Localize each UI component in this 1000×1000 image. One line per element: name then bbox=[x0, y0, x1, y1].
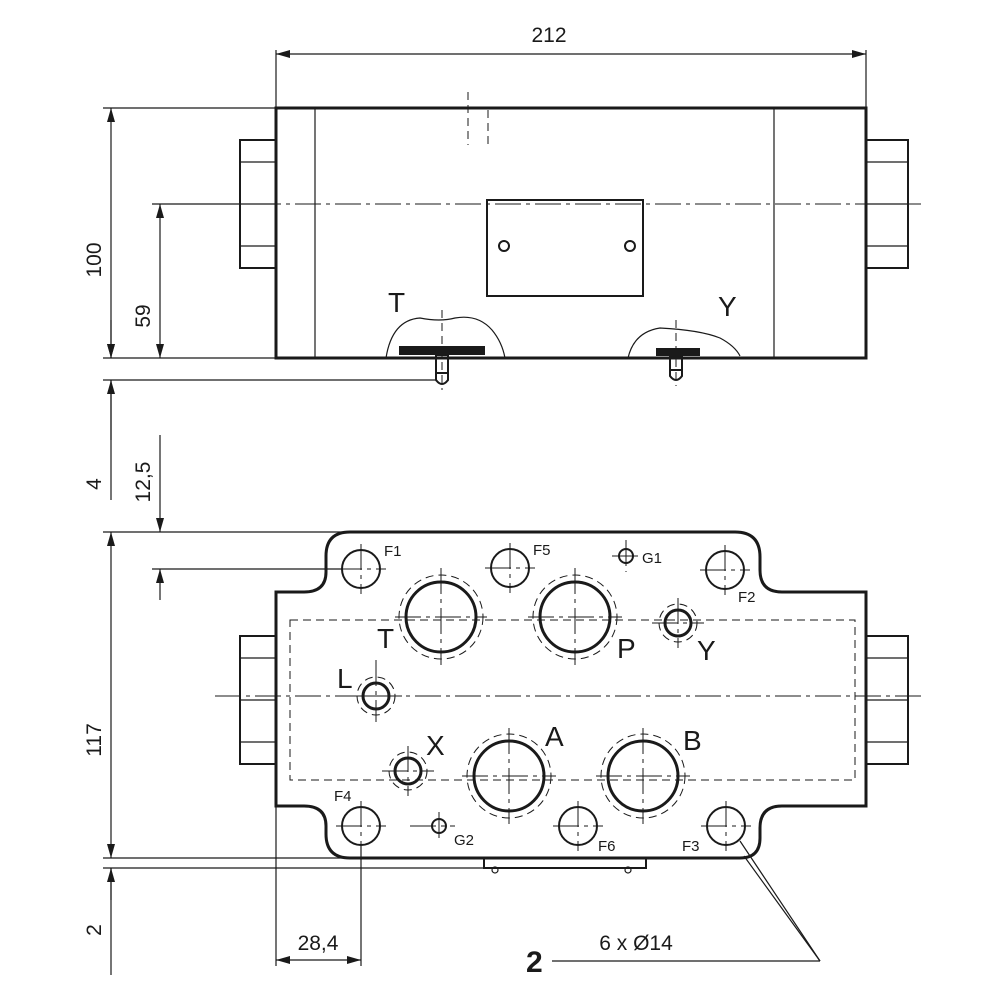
port-x bbox=[382, 746, 434, 796]
holes-spec-label: 6 x Ø14 bbox=[599, 932, 673, 955]
hole-f2-label: F2 bbox=[738, 589, 756, 606]
top-port-y-label: Y bbox=[718, 291, 737, 322]
port-l bbox=[350, 660, 402, 722]
port-p-label: P bbox=[617, 633, 636, 664]
callout-number: 2 bbox=[526, 946, 543, 979]
hole-f3-label: F3 bbox=[682, 838, 700, 855]
port-b-label: B bbox=[683, 725, 702, 756]
nameplate-screw-left bbox=[498, 240, 510, 252]
mounting-hole-f2 bbox=[700, 545, 750, 595]
mounting-hole-f5 bbox=[485, 543, 535, 593]
top-view: T Y bbox=[215, 92, 925, 390]
hole-f6-label: F6 bbox=[598, 838, 616, 855]
pin-hole-g1 bbox=[612, 540, 640, 572]
top-port-t-label: T bbox=[388, 287, 405, 318]
port-a bbox=[462, 728, 556, 824]
port-l-label: L bbox=[337, 663, 353, 694]
dim-hole-x-label: 28,4 bbox=[298, 932, 339, 955]
dim-width-label: 212 bbox=[531, 24, 566, 47]
port-p bbox=[528, 568, 622, 665]
nameplate-screw-right bbox=[624, 240, 636, 252]
t-cutaway bbox=[385, 316, 506, 359]
port-t-label: T bbox=[377, 623, 394, 654]
port-b bbox=[596, 728, 690, 824]
bottom-view: T P Y L X A B F1 F5 G1 F2 F4 G2 F6 F3 bbox=[215, 530, 925, 874]
mounting-hole-f3 bbox=[701, 801, 751, 851]
bottom-right-plug bbox=[865, 635, 909, 765]
mounting-hole-f1 bbox=[336, 544, 386, 594]
top-dimensions: 212 100 59 4 bbox=[83, 24, 867, 500]
bottom-left-plug bbox=[239, 635, 277, 765]
hole-f1-label: F1 bbox=[384, 543, 402, 560]
nameplate bbox=[486, 199, 644, 297]
pin-hole-g2 bbox=[410, 812, 455, 840]
top-body bbox=[274, 106, 868, 360]
dim-pin-label: 4 bbox=[83, 478, 106, 490]
dim-center-height-label: 59 bbox=[132, 304, 155, 327]
port-y-label: Y bbox=[697, 635, 716, 666]
dim-height-top-label: 100 bbox=[83, 242, 106, 277]
bottom-body bbox=[274, 530, 868, 860]
hole-f5-label: F5 bbox=[533, 542, 551, 559]
mounting-hole-f6 bbox=[553, 801, 603, 851]
hole-g2-label: G2 bbox=[454, 832, 474, 849]
dim-bottom-gap-label: 2 bbox=[83, 924, 106, 936]
hole-g1-label: G1 bbox=[642, 550, 662, 567]
port-x-label: X bbox=[426, 730, 445, 761]
mounting-hole-f4 bbox=[336, 801, 386, 851]
dim-height-bottom-label: 117 bbox=[83, 723, 106, 756]
y-cutaway bbox=[627, 327, 741, 359]
port-a-label: A bbox=[545, 721, 564, 752]
dim-hole-offset-label: 12,5 bbox=[132, 462, 155, 503]
hole-f4-label: F4 bbox=[334, 788, 352, 805]
port-y bbox=[652, 598, 704, 648]
bottom-dimensions: 12,5 117 2 28,4 2 6 x Ø14 bbox=[83, 435, 821, 979]
port-t bbox=[395, 568, 487, 665]
